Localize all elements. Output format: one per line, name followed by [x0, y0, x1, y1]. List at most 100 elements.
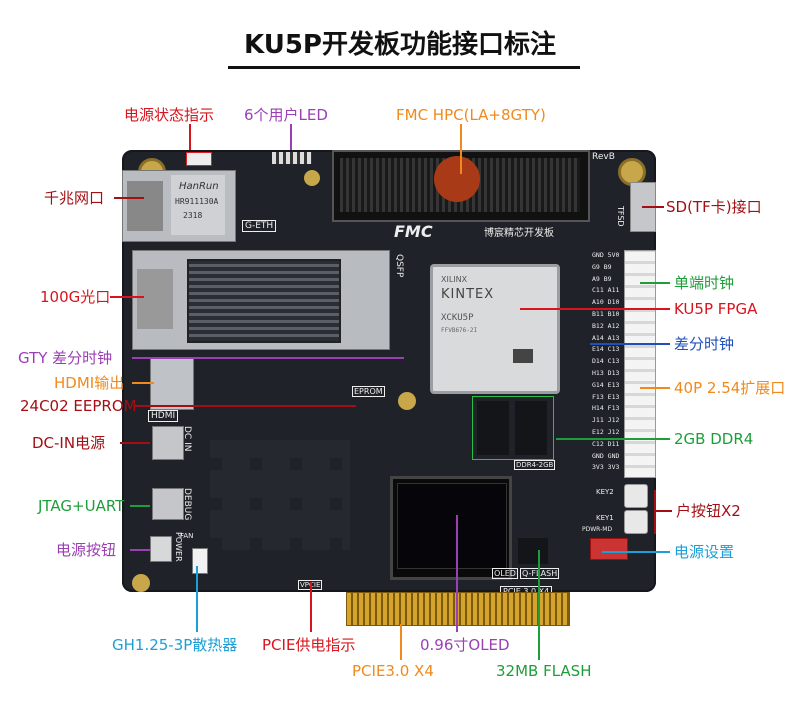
title-underline — [228, 66, 580, 69]
leader-gty-clock — [132, 357, 404, 359]
power-mode-switch — [590, 538, 628, 560]
label-heatsink: GH1.25-3P散热器 — [112, 636, 238, 654]
power-indicator-leds — [186, 152, 212, 166]
label-dc-in: DC-IN电源 — [32, 434, 106, 452]
pin-label: GND 5V0 — [592, 251, 620, 259]
fpga-name: KINTEX — [441, 287, 495, 302]
label-gty-clock: GTY 差分时钟 — [18, 349, 113, 367]
key1-button — [624, 510, 648, 534]
label-pcie: PCIE3.0 X4 — [352, 662, 434, 680]
leader-dc-in — [120, 442, 150, 444]
pwrmd-silk: PDWR-MD — [582, 526, 613, 533]
mount-hole — [398, 392, 416, 410]
power-switch — [150, 536, 172, 562]
label-optical: 100G光口 — [40, 288, 111, 306]
fan-connector — [192, 548, 208, 574]
leader-pcie — [400, 624, 402, 660]
label-ethernet: 千兆网口 — [44, 189, 105, 207]
brand-silk: 博宸精芯开发板 — [484, 228, 554, 239]
leader-jtag — [130, 505, 150, 507]
pin-label: D14 C13 — [592, 357, 620, 366]
leader-eeprom — [134, 405, 356, 407]
label-expansion: 40P 2.54扩展口 — [674, 379, 786, 397]
label-flash: 32MB FLASH — [496, 662, 592, 680]
user-leds — [272, 152, 312, 164]
leader-pcie-power — [310, 582, 312, 632]
fan-silk: FAN — [180, 532, 194, 540]
label-user-button: 户按钮X2 — [676, 502, 741, 520]
pin-label: A9 B9 — [592, 274, 612, 283]
eth-silk: G-ETH — [242, 220, 277, 232]
leader-single-clock — [640, 282, 670, 284]
pin-label: E14 C13 — [592, 345, 620, 354]
leader-power-indicator — [189, 124, 191, 150]
mount-hole — [132, 574, 150, 592]
leader-hdmi — [132, 382, 154, 384]
leader-user-button-h — [654, 510, 672, 512]
key1-silk: KEY1 — [596, 514, 614, 522]
mount-hole — [304, 170, 320, 186]
dcin-silk: DC IN — [182, 426, 192, 452]
leader-fpga — [520, 308, 670, 310]
leader-diff-clock — [590, 343, 670, 345]
oled-display — [390, 476, 512, 580]
hdmi-silk: HDMI — [148, 410, 179, 422]
power-silk: POWER — [174, 532, 183, 562]
leader-ddr4 — [556, 438, 670, 440]
label-fpga: KU5P FPGA — [674, 300, 758, 318]
fpga-part: XCKU5P — [441, 313, 474, 323]
expansion-header — [624, 250, 656, 478]
pin-label: F13 E13 — [592, 392, 620, 401]
qflash-chip — [518, 538, 548, 564]
fmc-silk: FMC — [394, 222, 433, 241]
label-power-button: 电源按钮 — [56, 541, 117, 559]
debug-usb — [152, 488, 184, 520]
pin-label: C11 A11 — [592, 286, 620, 295]
fpga-chip: XILINX KINTEX XCKU5P FFVB676-2I — [430, 264, 560, 394]
label-power-indicator: 电源状态指示 — [124, 106, 215, 124]
leader-user-led — [290, 124, 292, 150]
rj45-connector: HanRun HR911130A 2318 — [122, 170, 236, 242]
pin-label: 3V3 3V3 — [592, 463, 620, 472]
rj45-brand: HanRun — [179, 181, 219, 192]
label-diff-clock: 差分时钟 — [674, 335, 735, 353]
pin-label: B11 B10 — [592, 309, 620, 318]
pin-label: J11 J12 — [592, 416, 620, 425]
revb-silk: RevB — [592, 152, 615, 162]
leader-ethernet — [114, 197, 144, 199]
pin-label: G9 B9 — [592, 262, 612, 271]
fpga-brand: XILINX — [441, 275, 468, 284]
leader-optical — [110, 296, 144, 298]
pcie-gold-fingers — [346, 592, 570, 626]
oled-silk: OLED — [492, 568, 518, 579]
pin-label: G14 E13 — [592, 380, 620, 389]
eprom-silk: EPROM — [352, 386, 385, 397]
label-hdmi: HDMI输出 — [54, 374, 125, 392]
leader-power-setting — [602, 551, 670, 553]
label-user-led: 6个用户LED — [244, 106, 328, 124]
fpga-code: FFVB676-2I — [441, 327, 478, 334]
label-ddr4: 2GB DDR4 — [674, 430, 754, 448]
ddr4-chips — [472, 396, 554, 460]
pin-label: C12 D11 — [592, 439, 620, 448]
leader-flash — [538, 550, 540, 660]
rj45-code: 2318 — [183, 211, 203, 220]
pin-label: B12 A12 — [592, 321, 620, 330]
leader-sd — [642, 206, 664, 208]
debug-silk: DEBUG — [182, 488, 192, 521]
ddr-silk: DDR4-2GB — [514, 460, 556, 470]
pin-label: A14 A13 — [592, 333, 620, 342]
rj45-part: HR911130A — [175, 197, 219, 206]
leader-expansion — [640, 387, 670, 389]
key2-button — [624, 484, 648, 508]
leader-power-button — [130, 549, 150, 551]
pin-label: H13 D13 — [592, 368, 620, 377]
label-single-clock: 单端时钟 — [674, 274, 735, 292]
label-sd: SD(TF卡)接口 — [666, 198, 762, 216]
label-oled: 0.96寸OLED — [420, 636, 510, 654]
pin-label: E12 J12 — [592, 427, 620, 436]
page-title: KU5P开发板功能接口标注 — [244, 30, 556, 60]
key2-silk: KEY2 — [596, 488, 614, 496]
